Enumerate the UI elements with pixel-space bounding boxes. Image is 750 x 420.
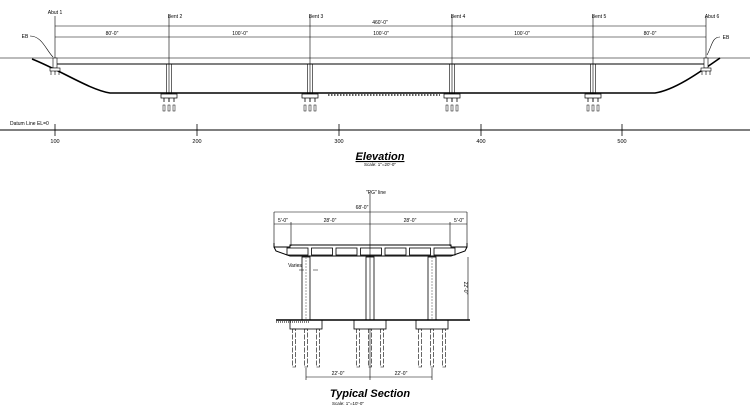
pile bbox=[292, 328, 296, 368]
column-bent bbox=[415, 256, 449, 368]
typical-section-view: "PG" line 68'-0" 5'-0" 28'-0" 28'-0" 5'-… bbox=[273, 190, 470, 406]
support-label: Bent 5 bbox=[592, 14, 607, 20]
pile bbox=[430, 328, 434, 368]
girder-cell bbox=[311, 247, 333, 256]
ground-profile bbox=[31, 57, 721, 94]
support-label: Abut 1 bbox=[48, 10, 63, 16]
span-label: 100'-0" bbox=[373, 31, 389, 37]
fill-leader-right bbox=[706, 36, 721, 56]
column-height-label: 22'-0" bbox=[462, 282, 468, 295]
footing bbox=[415, 319, 449, 330]
width-label: 5'-0" bbox=[454, 218, 464, 224]
support-label: Abut 6 bbox=[705, 14, 720, 20]
support-label: Bent 4 bbox=[451, 14, 466, 20]
varies-label: Varies bbox=[288, 263, 302, 269]
girder-cell bbox=[360, 247, 382, 256]
span-label: 80'-0" bbox=[106, 31, 119, 37]
station-label: 400 bbox=[476, 139, 485, 145]
dimension-extensions bbox=[305, 368, 433, 380]
bent-pier bbox=[160, 16, 178, 112]
abutment-1: Abut 1 bbox=[48, 10, 63, 75]
pile bbox=[304, 328, 308, 368]
width-label: 28'-0" bbox=[324, 218, 337, 224]
elevation-title: Elevation bbox=[356, 151, 405, 163]
column-bent bbox=[289, 256, 323, 368]
span-label: 100'-0" bbox=[514, 31, 530, 37]
station-label: 200 bbox=[192, 139, 201, 145]
box-girder-cells bbox=[286, 247, 456, 256]
support-label: Bent 3 bbox=[309, 14, 324, 20]
fill-label-left: EB bbox=[22, 34, 29, 40]
footing bbox=[289, 319, 323, 330]
fill-leader-left bbox=[29, 35, 54, 58]
pile bbox=[356, 328, 360, 368]
bent-pier bbox=[584, 16, 602, 112]
total-length-label: 460'-0" bbox=[372, 20, 388, 26]
span-label: 80'-0" bbox=[644, 31, 657, 37]
overall-width-label: 68'-0" bbox=[356, 205, 369, 211]
girder-cell bbox=[409, 247, 431, 256]
fill-label-right: EB bbox=[723, 35, 730, 41]
station-label: 300 bbox=[334, 139, 343, 145]
width-label: 5'-0" bbox=[278, 218, 288, 224]
bent-pier bbox=[443, 16, 461, 112]
abutment-6: Abut 6 bbox=[700, 14, 720, 75]
elevation-scale: Scale: 1"=20'-0" bbox=[364, 162, 396, 167]
pile bbox=[442, 328, 446, 368]
girder-cell bbox=[384, 247, 407, 256]
pile bbox=[368, 328, 372, 368]
span-label: 100'-0" bbox=[232, 31, 248, 37]
girder-cell bbox=[335, 247, 358, 256]
datum-label: Datum Line EL=0 bbox=[10, 121, 49, 127]
section-title: Typical Section bbox=[330, 388, 411, 400]
pile bbox=[418, 328, 422, 368]
column-spacing-label: 22'-0" bbox=[332, 371, 345, 377]
deck-slab bbox=[273, 243, 468, 257]
pile bbox=[380, 328, 384, 368]
girder-cell bbox=[286, 247, 309, 256]
section-scale: Scale: 1"=10'-0" bbox=[332, 401, 364, 406]
station-label: 500 bbox=[617, 139, 626, 145]
width-label: 28'-0" bbox=[404, 218, 417, 224]
pile bbox=[316, 328, 320, 368]
station-label: 100 bbox=[50, 139, 59, 145]
column-spacing-label: 22'-0" bbox=[395, 371, 408, 377]
dimension-extensions bbox=[273, 212, 468, 246]
support-label: Bent 2 bbox=[168, 14, 183, 20]
bent-pier bbox=[301, 16, 319, 112]
elevation-view: 460'-0" 80'-0" 100'-0" 100'-0" 100'-0" 8… bbox=[0, 10, 750, 167]
pg-label: "PG" line bbox=[366, 190, 386, 196]
girder-cell bbox=[433, 247, 456, 256]
footing bbox=[353, 319, 387, 330]
